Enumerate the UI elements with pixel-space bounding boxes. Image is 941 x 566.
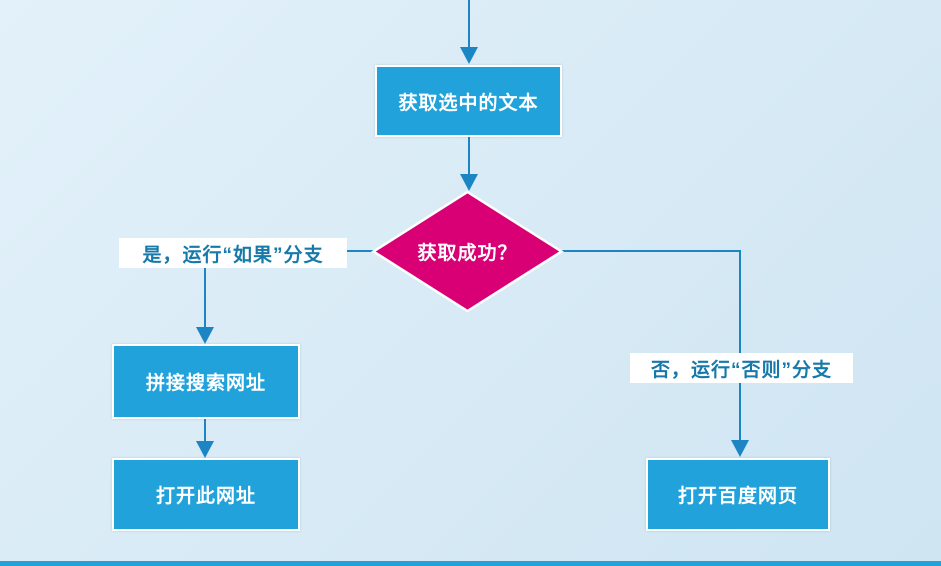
process-node-open-this-url: 打开此网址 (112, 458, 300, 531)
connector-line-top (468, 0, 470, 48)
arrowhead-down-icon (460, 47, 478, 64)
process-node-get-selected-text: 获取选中的文本 (375, 65, 562, 137)
connector-line-build-to-open (204, 419, 206, 443)
connector-line-yes-vertical (204, 262, 206, 329)
connector-line-start-to-decision (468, 137, 470, 175)
diamond-shape-icon (371, 190, 564, 313)
connector-line-no-horizontal (560, 250, 741, 252)
arrowhead-down-icon (196, 441, 214, 458)
decision-node-success: 获取成功？ (371, 190, 564, 313)
arrowhead-down-icon (460, 174, 478, 191)
arrowhead-down-icon (196, 327, 214, 344)
arrowhead-down-icon (731, 440, 749, 457)
bottom-edge-bar (0, 561, 941, 566)
decision-node-label: 获取成功？ (417, 243, 518, 264)
process-node-open-baidu-page: 打开百度网页 (646, 458, 830, 531)
process-node-build-search-url: 拼接搜索网址 (112, 344, 300, 419)
connector-line-no-vertical (739, 250, 741, 441)
edge-label-no: 否，运行“否则”分支 (630, 353, 853, 383)
edge-label-yes: 是，运行“如果”分支 (119, 238, 347, 268)
